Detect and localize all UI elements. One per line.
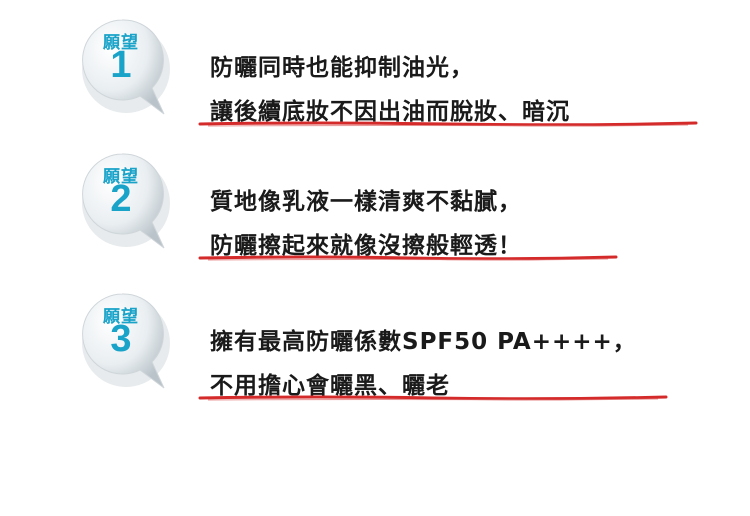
badge-number: 1 (110, 44, 132, 86)
wish-badge-3: 願望 3 (78, 288, 178, 398)
badge-number: 3 (110, 318, 132, 360)
wish-text-line-2: 不用擔心會曬黑、曬老 (210, 373, 450, 399)
wish-text-line-1: 質地像乳液一樣清爽不黏膩， (210, 189, 522, 215)
wish-badge-2: 願望 2 (78, 148, 178, 258)
speech-bubble-icon (82, 153, 170, 249)
wish-badge-1: 願望 1 (78, 14, 178, 124)
badge-label: 願望 (103, 307, 139, 327)
wish-item-3: 願望 3 擁有最高防曬係數SPF50 PA++++， 不用擔心會曬黑、曬老 (0, 288, 750, 408)
red-underline (198, 121, 698, 127)
badge-number: 2 (110, 178, 132, 220)
red-underline (198, 395, 668, 401)
speech-bubble-icon (82, 293, 170, 389)
wish-item-1: 願望 1 防曬同時也能抑制油光， 讓後續底妝不因出油而脫妝、暗沉 (0, 14, 750, 134)
wish-text-line-1: 防曬同時也能抑制油光， (210, 55, 474, 81)
wish-text-line-2: 讓後續底妝不因出油而脫妝、暗沉 (210, 99, 570, 125)
badge-label: 願望 (103, 33, 139, 53)
speech-bubble-icon (82, 19, 170, 115)
wish-text-line-2: 防曬擦起來就像沒擦般輕透！ (210, 233, 522, 259)
wish-text-line-1: 擁有最高防曬係數SPF50 PA++++， (210, 329, 637, 355)
red-underline (198, 255, 618, 261)
badge-label: 願望 (103, 167, 139, 187)
wish-item-2: 願望 2 質地像乳液一樣清爽不黏膩， 防曬擦起來就像沒擦般輕透！ (0, 148, 750, 268)
